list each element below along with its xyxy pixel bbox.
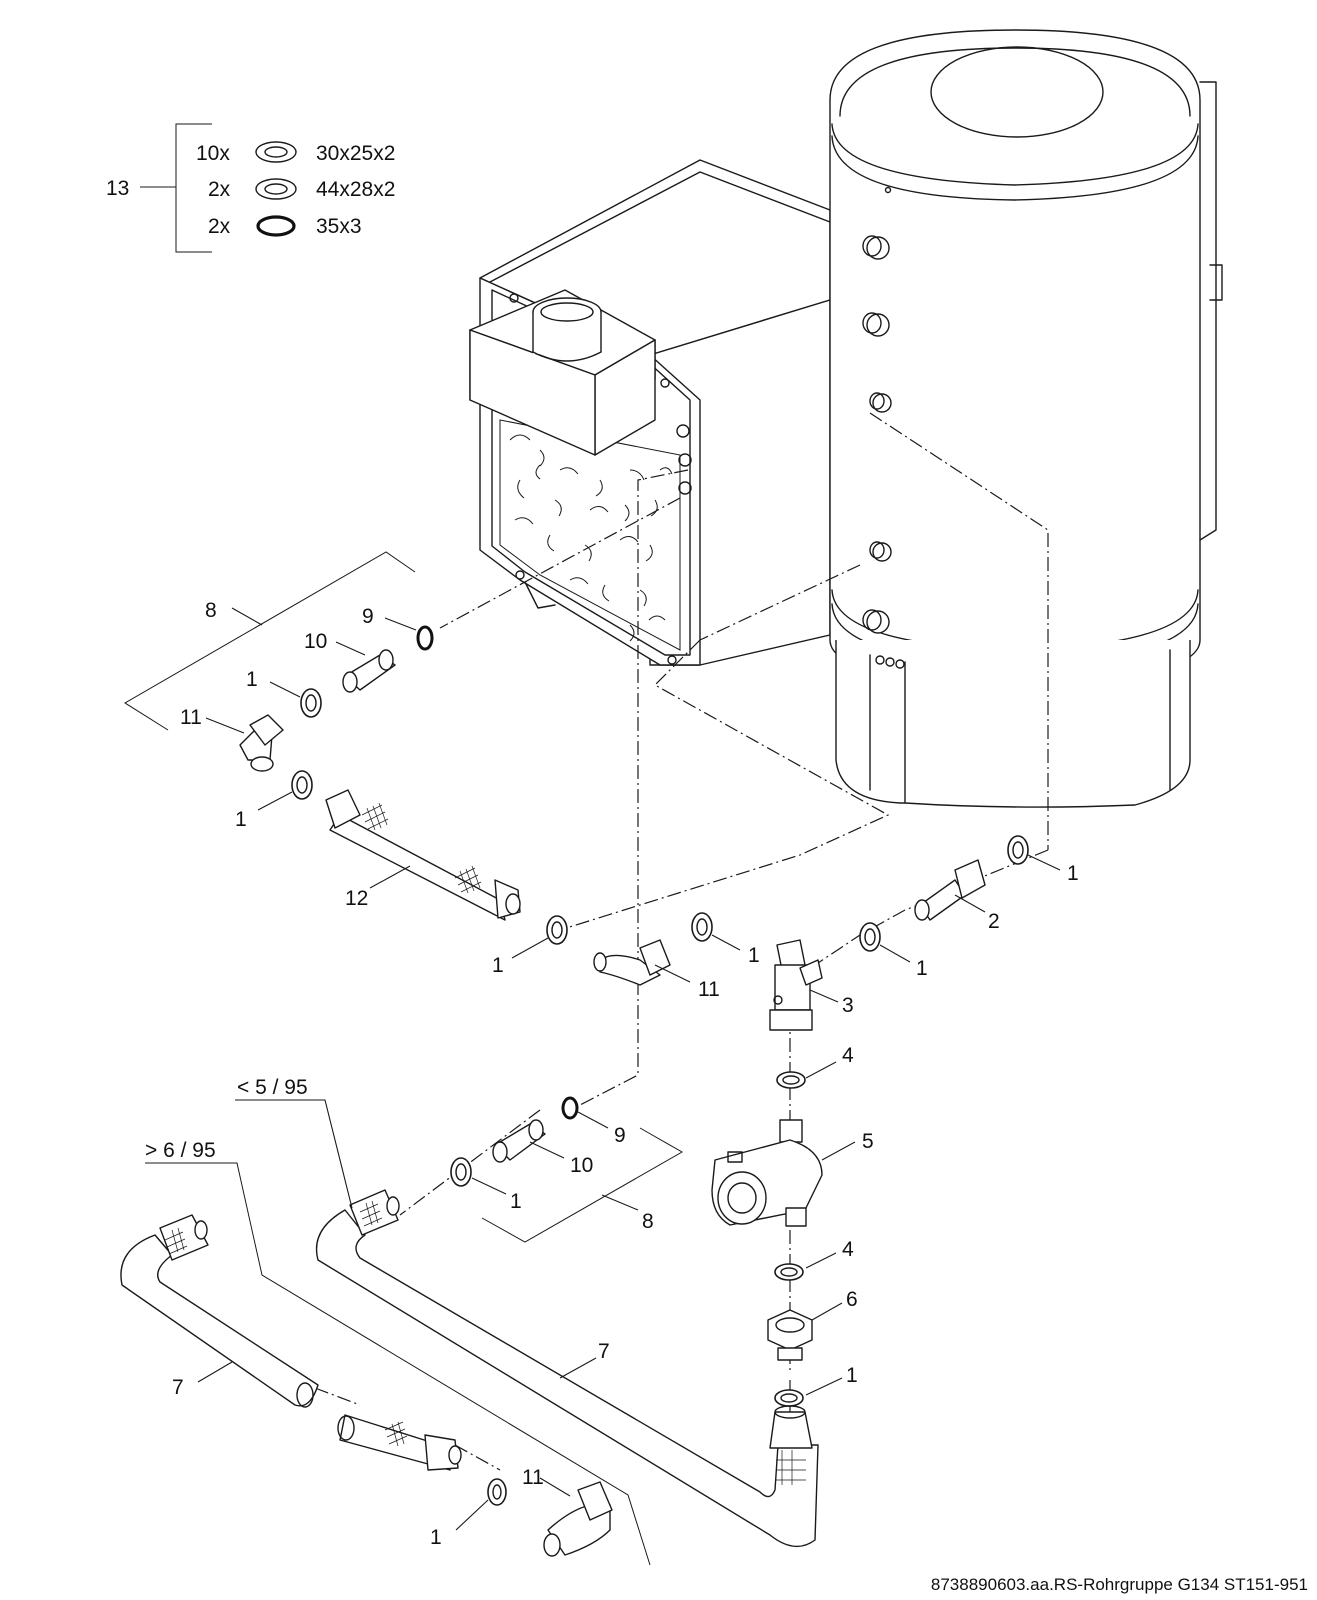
washer — [546, 915, 568, 945]
label-1-d: 1 — [748, 944, 760, 967]
label-5: 5 — [862, 1130, 874, 1153]
o-ring-lower — [561, 1096, 579, 1120]
label-11-middle: 11 — [698, 978, 720, 1001]
assembly-bracket-lower — [481, 1127, 684, 1243]
legend-size-2: 44x28x2 — [316, 178, 395, 201]
circulation-pump — [711, 1119, 823, 1227]
label-12: 12 — [345, 887, 368, 910]
label-9-upper: 9 — [362, 605, 374, 628]
gasket — [776, 1071, 806, 1089]
storage-tank — [829, 29, 1223, 808]
label-7-lower: 7 — [172, 1376, 184, 1399]
gasket — [774, 1263, 804, 1281]
boiler-unit — [469, 159, 831, 666]
washer — [691, 912, 713, 942]
flat-washer-icon — [255, 141, 297, 163]
label-3: 3 — [842, 994, 854, 1017]
washer — [450, 1157, 472, 1187]
label-6: 6 — [846, 1288, 858, 1311]
washer — [1007, 835, 1029, 865]
washer — [774, 1389, 804, 1407]
label-1-f: 1 — [916, 957, 928, 980]
legend-size-3: 35x3 — [316, 215, 362, 238]
label-11-upper: 11 — [180, 706, 202, 729]
label-8-upper: 8 — [205, 599, 217, 622]
assembly-bracket-upper — [124, 551, 416, 731]
return-pipe-lower — [120, 1214, 462, 1471]
o-ring-icon — [256, 215, 296, 237]
drawing-caption: 8738890603.aa.RS-Rohrgruppe G134 ST151-9… — [931, 1575, 1308, 1594]
label-1-a: 1 — [246, 668, 258, 691]
label-1-h: 1 — [510, 1190, 522, 1213]
elbow-middle — [593, 939, 671, 986]
hose-code-lower: > 6 / 95 — [145, 1139, 216, 1162]
washer — [859, 922, 881, 952]
label-1-g: 1 — [846, 1364, 858, 1387]
nipple-lower — [492, 1119, 546, 1163]
washer — [487, 1478, 507, 1506]
label-2: 2 — [988, 910, 1000, 933]
elbow-lower — [543, 1481, 613, 1557]
label-1-c: 1 — [492, 954, 504, 977]
washer — [300, 688, 322, 718]
ball-valve — [769, 939, 823, 1031]
legend-size-1: 30x25x2 — [316, 142, 395, 165]
hose-leader-lower — [145, 1162, 651, 1566]
insulation-texture — [499, 419, 681, 651]
legend-number: 13 — [106, 177, 129, 200]
flexible-hose — [325, 789, 521, 921]
flow-pipe-upper — [315, 1189, 819, 1548]
label-9-lower: 9 — [614, 1124, 626, 1147]
label-11-lower: 11 — [522, 1466, 544, 1489]
label-10-upper: 10 — [304, 630, 327, 653]
leader-lines — [197, 607, 1061, 1531]
label-4-lower: 4 — [842, 1238, 854, 1261]
o-ring-upper — [416, 625, 434, 651]
connection-centerlines — [314, 412, 1049, 1471]
label-7-upper: 7 — [598, 1340, 610, 1363]
legend-qty-2: 2x — [208, 178, 231, 201]
washer — [291, 770, 313, 800]
label-1-b: 1 — [235, 808, 247, 831]
label-1-e: 1 — [1067, 862, 1079, 885]
union-nut — [767, 1309, 813, 1361]
part-labels: 8 9 10 1 11 1 12 1 11 1 1 2 1 3 4 5 4 6 … — [145, 599, 1079, 1549]
threaded-adapter — [914, 859, 986, 921]
tank-nozzles — [862, 235, 892, 634]
label-10-lower: 10 — [570, 1154, 593, 1177]
label-4-upper: 4 — [842, 1044, 854, 1067]
label-1-i: 1 — [430, 1526, 442, 1549]
seal-kit-legend: 13 10x 2x 2x 30x25x2 44x28x2 35x3 — [106, 123, 395, 253]
legend-qty-3: 2x — [208, 215, 231, 238]
flat-washer-icon — [255, 178, 297, 200]
label-8-lower: 8 — [642, 1210, 654, 1233]
legend-qty-1: 10x — [196, 142, 230, 165]
elbow-upper — [239, 714, 284, 772]
nipple-upper — [342, 649, 396, 693]
hose-code-upper: < 5 / 95 — [237, 1076, 308, 1099]
